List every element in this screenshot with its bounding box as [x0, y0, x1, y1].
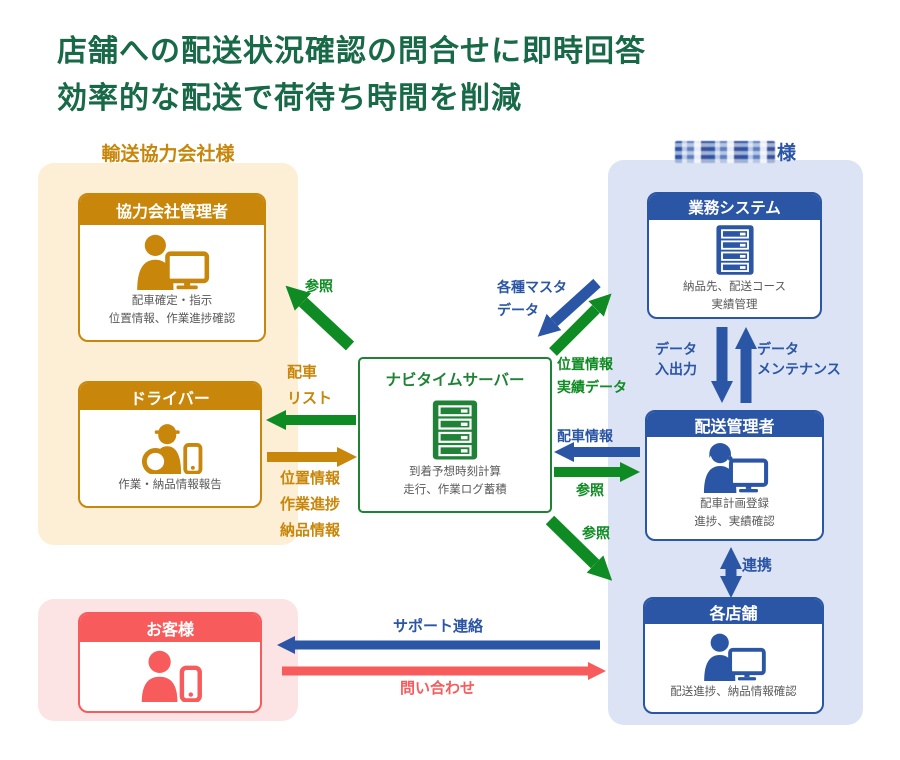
transport-partner-label: 輸送協力会社様: [101, 144, 235, 165]
person-phone-icon: [141, 650, 202, 702]
label-dispatch-info: 配車情報: [557, 428, 613, 444]
card-stores: 各店舗 配送進捗、納品情報確認: [643, 597, 824, 714]
customer-header: お客様: [80, 614, 260, 642]
card-delivery-manager: 配送管理者 配車計画登録 進捗、実績確認: [645, 410, 824, 541]
company-name-redacted: [674, 140, 775, 163]
server-icon: [715, 225, 754, 275]
person-monitor-icon: [703, 633, 766, 681]
person-monitor-icon: [137, 234, 210, 291]
card-partner-admin: 協力会社管理者 配車確定・指示 位置情報、作業進捗確認: [78, 193, 266, 342]
partner-admin-header: 協力会社管理者: [80, 195, 264, 225]
page-title-line1: 店舗への配送状況確認の問合せに即時回答: [57, 35, 646, 68]
client-label: 様: [608, 138, 863, 165]
label-refer-stores: 参照: [582, 525, 610, 541]
arrow-refer-partner-admin: [285, 285, 355, 351]
stores-header: 各店舗: [645, 599, 822, 624]
label-renkei: 連携: [742, 557, 773, 574]
server-icon: [432, 400, 478, 460]
page-title-line2: 効率的な配送で荷待ち時間を削減: [57, 82, 522, 115]
label-data-maintenance: データ メンテナンス: [757, 341, 841, 377]
navitime-server-caption: 到着予想時刻計算 走行、作業ログ蓄積: [403, 466, 507, 496]
label-location-results: 位置情報 実績データ: [557, 356, 627, 395]
operator-headset-monitor-icon: [703, 442, 768, 493]
business-system-caption: 納品先、配送コース 実績管理: [683, 281, 786, 311]
delivery-manager-caption: 配車計画登録 進捗、実績確認: [694, 497, 775, 528]
driver-icon: [141, 423, 203, 474]
driver-caption: 作業・納品情報報告: [118, 478, 222, 491]
delivery-manager-header: 配送管理者: [647, 412, 822, 437]
navitime-server-title: ナビタイムサーバー: [385, 372, 525, 389]
label-driver-upload: 位置情報 作業進捗 納品情報: [280, 470, 341, 539]
card-customer: お客様: [78, 612, 262, 713]
label-inquiry: 問い合わせ: [400, 680, 476, 697]
partner-admin-caption: 配車確定・指示 位置情報、作業進捗確認: [108, 295, 236, 325]
card-driver: ドライバー 作業・納品情報報告: [78, 381, 262, 508]
stores-caption: 配送進捗、納品情報確認: [670, 685, 797, 698]
label-dispatch-list: 配車 リスト: [287, 364, 333, 407]
label-support: サポート連絡: [393, 618, 484, 635]
card-business-system: 業務システム 納品先、配送コース 実績管理: [647, 192, 822, 319]
card-navitime-server: ナビタイムサーバー 到着予想時刻計算 走行、作業ログ蓄積: [358, 357, 552, 513]
label-master-data: 各種マスタ データ: [497, 279, 567, 318]
driver-header: ドライバー: [80, 383, 260, 410]
client-label-suffix: 様: [776, 143, 796, 164]
label-refer-admin: 参照: [305, 278, 333, 294]
business-system-header: 業務システム: [649, 194, 820, 220]
label-refer-manager: 参照: [576, 482, 604, 498]
label-data-io: データ 入出力: [655, 341, 697, 377]
